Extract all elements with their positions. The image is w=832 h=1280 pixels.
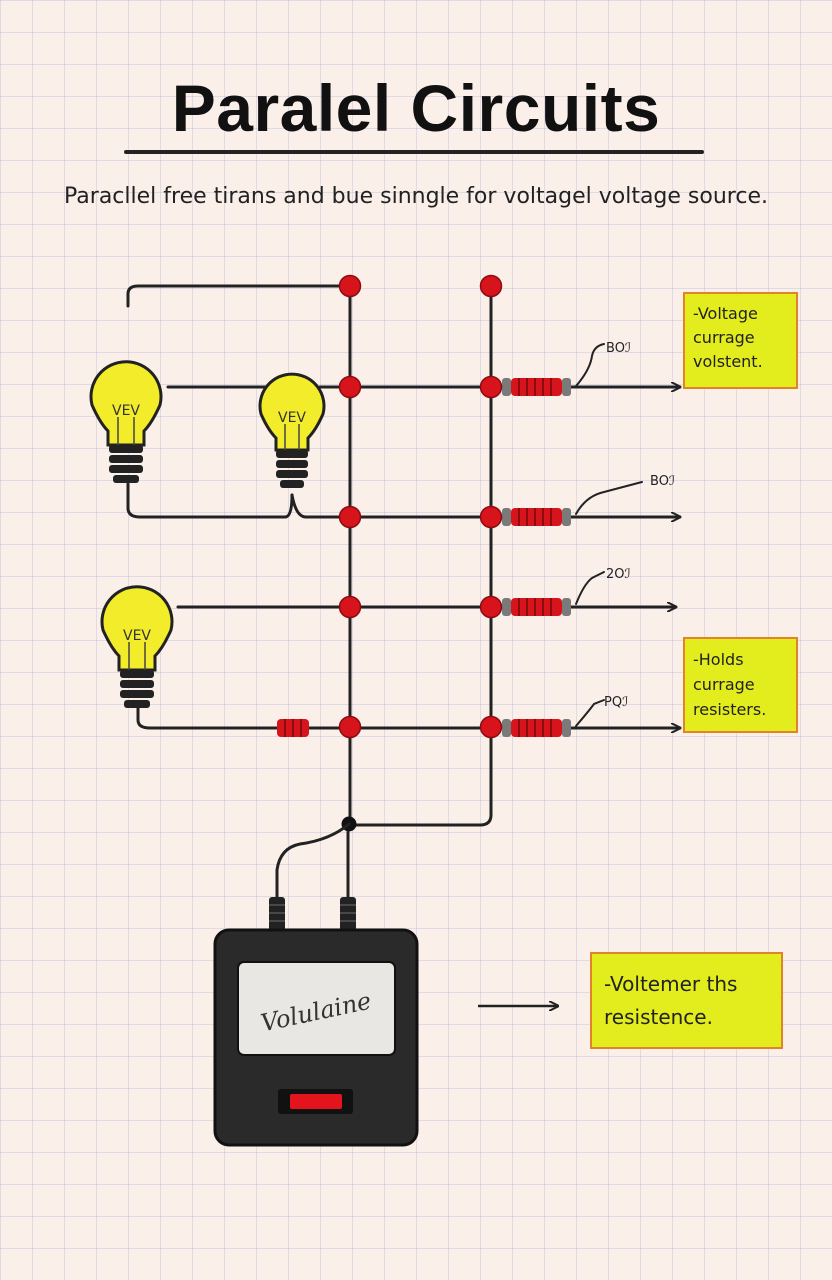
resistor — [501, 377, 572, 397]
annotation-note: -Voltemer ths resistence. — [590, 952, 783, 1049]
resistor-label: 2Oℐ — [606, 567, 631, 582]
small-resistor — [277, 719, 309, 737]
meter-probes — [269, 897, 356, 931]
bulb-label: VEV — [112, 403, 140, 419]
bulb-label: VEV — [123, 628, 151, 644]
subtitle: Paracllel free tirans and bue sinngle fo… — [64, 184, 768, 209]
light-bulb-icon: VEV — [100, 585, 174, 708]
title-underline — [124, 150, 704, 154]
resistor-label: BOℐ — [606, 341, 631, 356]
light-bulb-icon: VEV — [89, 360, 163, 483]
light-bulb-icon: VEV — [258, 372, 326, 488]
bus-wires — [126, 284, 493, 827]
page-title: Paralel Circuits — [171, 71, 661, 145]
junction-nodes — [338, 274, 503, 739]
meter-leads — [275, 822, 351, 902]
meter-indicator — [290, 1094, 342, 1109]
annotation-note: -Holds currage resisters. — [683, 637, 798, 733]
resistor-leaders — [575, 343, 643, 727]
resistor-label: PQℐ — [604, 695, 628, 710]
branch-wires — [126, 387, 682, 728]
annotation-note: -Voltage currage volstent. — [683, 292, 798, 389]
bulb-label: VEV — [278, 410, 306, 426]
resistor — [501, 507, 572, 527]
resistor-label: BOℐ — [650, 474, 675, 489]
resistor — [501, 718, 572, 738]
voltmeter: Volulaine — [213, 928, 419, 1147]
resistor — [501, 597, 572, 617]
